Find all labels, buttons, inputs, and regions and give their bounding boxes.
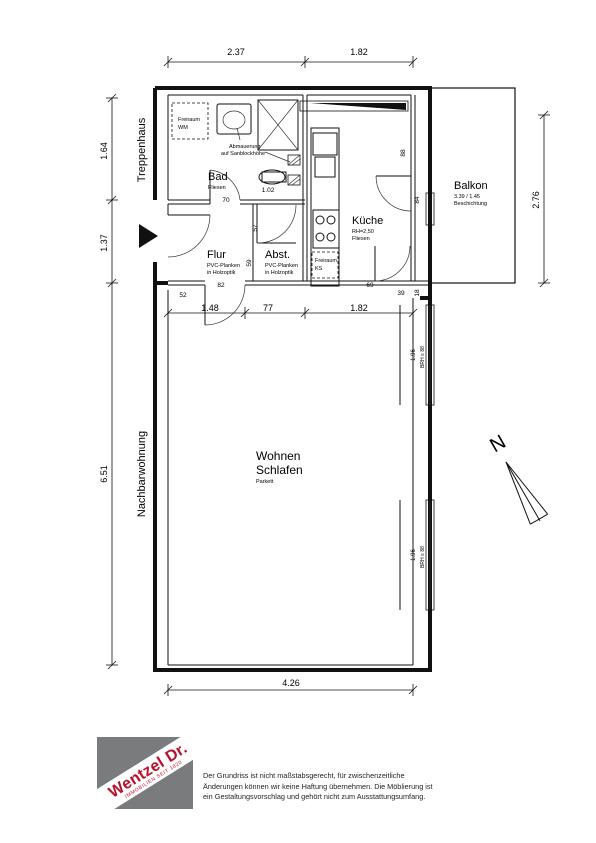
measure-bottom-right-a: 39 [397, 290, 405, 297]
measure-storage-door: 59 [246, 259, 253, 267]
room-kitchen-name: Küche [352, 215, 383, 227]
measure-kitchen-right-top: 88 [400, 149, 407, 157]
measure-bottom-right-b: 18 [414, 289, 421, 297]
measure-kitchen-door: 84 [414, 196, 421, 204]
walls [153, 86, 432, 672]
kitchen-fixtures [310, 127, 340, 287]
room-balcony-name: Balkon [454, 180, 488, 192]
dim-mid-center: 77 [263, 303, 273, 313]
room-balcony-floor: Beschichtung [454, 201, 487, 207]
room-living-floor: Parkett [256, 479, 274, 485]
dim-mid-left: 1.48 [201, 303, 219, 313]
dim-balcony-side: 2.76 [531, 191, 541, 209]
measure-hall-door: 57 [252, 224, 259, 232]
measure-hall-bottom: 82 [217, 282, 225, 289]
room-kitchen-height: RH=2,50 [352, 229, 374, 235]
measure-window1-width: 1.96 [411, 349, 417, 361]
dim-top-left: 2.37 [227, 47, 245, 57]
label-neighbor-flat: Nachbarwohnung [136, 431, 148, 517]
measure-left-bottom: 52 [179, 292, 187, 299]
label-stairwell: Treppenhaus [136, 117, 148, 182]
dim-left-middle: 1.37 [99, 234, 109, 252]
room-bath-floor: Fliesen [208, 185, 226, 191]
north-label: N [486, 431, 510, 457]
bathroom-fixtures [171, 99, 299, 185]
room-hall-name: Flur [207, 249, 226, 261]
note-washer-space-1: Freiraum [178, 117, 200, 123]
room-hall-floor-1: PVC-Planken [207, 263, 240, 269]
measure-window2-width: 1.96 [411, 549, 417, 561]
room-storage-name: Abst. [265, 249, 290, 261]
room-kitchen-floor: Fliesen [352, 236, 370, 242]
measure-bath-toilet: 1.02 [262, 187, 275, 194]
dim-top-right: 1.82 [350, 47, 368, 57]
note-wall-1: Abmauerung [229, 144, 261, 150]
room-bath-name: Bad [208, 171, 228, 183]
disclaimer: Der Grundriss ist nicht maßstabsgerecht,… [203, 771, 503, 803]
dim-left-upper: 1.64 [99, 142, 109, 160]
doors [167, 169, 412, 326]
measure-window1-height: BRH ≡ 88 [420, 346, 426, 368]
windows [299, 100, 435, 611]
north-arrow-icon [505, 461, 549, 525]
dimension-lines [106, 56, 550, 696]
measure-window2-height: BRH ≡ 88 [420, 546, 426, 568]
room-storage-floor-2: in Holzoptik [265, 270, 294, 276]
disclaimer-line-2: Änderungen können wir keine Haftung über… [203, 781, 433, 791]
measure-bath-door: 70 [222, 197, 230, 204]
measure-kitchen-bottom: 69 [366, 282, 374, 289]
note-washer-space-2: WM [178, 125, 188, 131]
dim-mid-right: 1.82 [350, 303, 368, 313]
room-living-name-2: Schlafen [256, 463, 303, 477]
note-fridge-space-2: KS [315, 266, 323, 272]
company-logo: Wentzel Dr. IMMOBILIEN SEIT 1820 [97, 737, 193, 809]
logo-name: Wentzel Dr. [105, 739, 191, 802]
disclaimer-line-1: Der Grundriss ist nicht maßstabsgerecht,… [203, 771, 405, 780]
dim-left-lower: 6.51 [99, 465, 109, 483]
logo-band: Wentzel Dr. IMMOBILIEN SEIT 1820 [97, 737, 193, 809]
room-hall-floor-2: in Holzoptik [207, 270, 236, 276]
disclaimer-line-3: ein Gestaltungsvorschlag und gehört nich… [203, 792, 426, 802]
balcony-outline [429, 87, 516, 284]
room-storage-floor-1: PVC-Planken [265, 263, 298, 269]
note-wall-2: auf Sanblockhöhe [221, 151, 265, 157]
note-fridge-space-1: Freiraum [315, 258, 337, 264]
room-living-name-1: Wohnen [256, 449, 300, 463]
room-balcony-area: 3.39 / 1.45 [454, 194, 480, 200]
dim-bottom: 4.26 [282, 678, 300, 688]
entrance-arrow-icon [139, 224, 158, 248]
